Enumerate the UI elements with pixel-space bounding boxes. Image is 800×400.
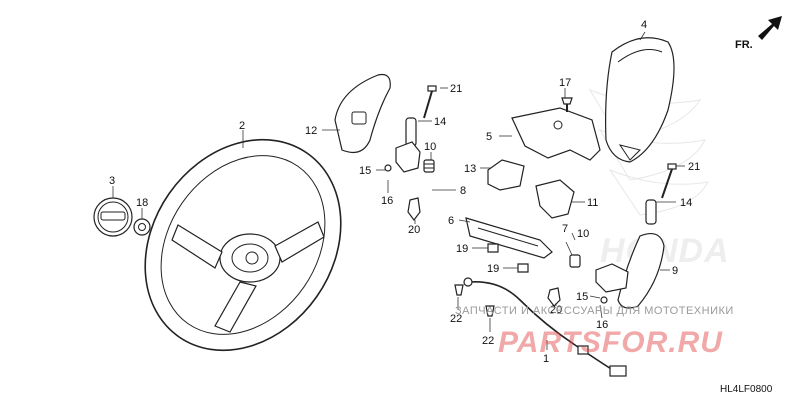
watermark-logo: PARTSFOR.RU <box>498 326 723 359</box>
callout-22-left: 22 <box>450 313 462 325</box>
callout-15-left: 15 <box>359 165 371 177</box>
front-arrow-icon <box>758 16 782 40</box>
diagram-code: HL4LF0800 <box>720 384 773 395</box>
callout-14-right: 14 <box>680 197 692 209</box>
callout-16-left: 16 <box>381 195 393 207</box>
callout-15-right: 15 <box>576 291 588 303</box>
part-bolt <box>561 97 573 112</box>
callout-8: 8 <box>460 185 466 197</box>
part-nut <box>133 218 151 236</box>
callout-6: 6 <box>448 215 454 227</box>
callout-9: 9 <box>672 265 678 277</box>
part-pad-cover <box>605 37 675 163</box>
callout-17: 17 <box>559 77 571 89</box>
front-direction-marker: FR. <box>735 16 782 51</box>
part-column-cover <box>511 107 601 161</box>
callout-22-right: 22 <box>482 335 494 347</box>
callout-labels: 2 3 18 12 21 14 10 15 16 8 20 17 5 13 11… <box>109 19 700 365</box>
part-harness <box>463 277 627 377</box>
callout-5: 5 <box>486 131 492 143</box>
part-plate <box>465 217 553 259</box>
part-switch-right <box>547 254 629 307</box>
part-screws-22 <box>454 284 495 317</box>
callout-10-left: 10 <box>424 141 436 153</box>
part-emblem <box>93 197 133 237</box>
callout-19-right: 19 <box>487 263 499 275</box>
callout-18: 18 <box>136 197 148 209</box>
callout-13: 13 <box>464 163 476 175</box>
callout-2: 2 <box>239 120 245 132</box>
callout-4: 4 <box>641 19 647 31</box>
part-left-cover <box>334 73 391 153</box>
part-screw-left <box>423 85 437 119</box>
callout-12: 12 <box>305 125 317 137</box>
callout-14-left: 14 <box>434 116 446 128</box>
honda-text-watermark: HONDA <box>600 232 730 270</box>
callout-11: 11 <box>587 197 598 209</box>
callout-1: 1 <box>543 353 549 365</box>
part-clips <box>487 243 529 273</box>
callout-3: 3 <box>109 175 115 187</box>
callout-16-right: 16 <box>596 319 608 331</box>
leader-lines <box>112 31 685 350</box>
callout-20-left: 20 <box>408 224 420 236</box>
callout-21-left: 21 <box>450 83 462 95</box>
part-screw-right <box>661 163 677 199</box>
part-bracket-13 <box>487 159 525 191</box>
part-switch-left <box>384 141 421 221</box>
part-bracket-11 <box>535 179 575 219</box>
watermark-caption: ЗАПЧАСТИ И АКСЕССУАРЫ ДЛЯ МОТОТЕХНИКИ <box>455 305 734 317</box>
callout-7: 7 <box>562 223 568 235</box>
callout-21-right: 21 <box>688 161 700 173</box>
part-spring-left <box>423 159 435 173</box>
callout-10-right: 10 <box>577 228 589 240</box>
callout-20-right: 20 <box>550 304 562 316</box>
front-label: FR. <box>735 39 753 51</box>
part-steering-wheel <box>144 138 342 352</box>
part-spacer-right <box>645 199 657 225</box>
callout-19-left: 19 <box>456 243 468 255</box>
